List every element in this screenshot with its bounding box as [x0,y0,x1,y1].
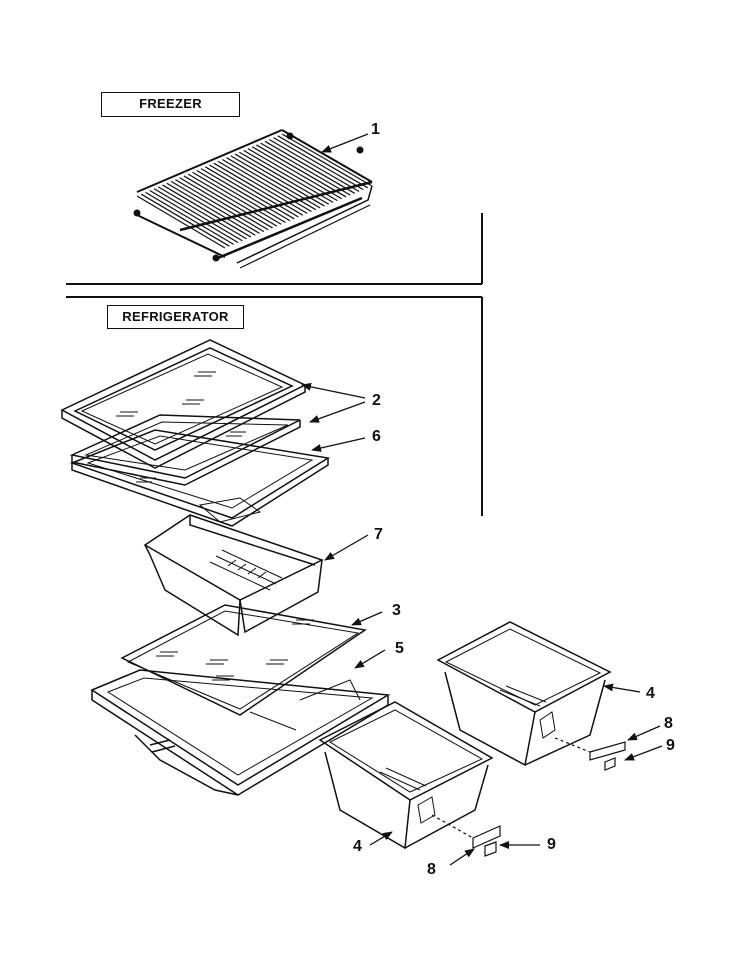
callout-8-left: 8 [427,861,436,878]
section-divider-lines [66,213,483,516]
wire-rod [149,190,239,244]
callout-7: 7 [374,526,383,543]
wire-rod [281,133,373,187]
wire-rod [158,186,247,240]
crisper-glass-cover [120,604,367,716]
freezer-wire-shelf [133,129,373,269]
callout-4-right: 4 [646,685,655,702]
wire-rod [204,166,295,220]
crisper-cover-frame [90,669,391,796]
callout-4-left: 4 [353,838,362,855]
wire-rod [175,179,265,233]
wire-rod [247,148,338,202]
freezer-section-label: FREEZER [101,92,240,117]
wire-rod [170,180,260,234]
divider-clips [431,737,626,857]
wire-rod [209,164,299,218]
callout-9-right: 9 [666,737,675,754]
wire-rod [256,144,347,198]
wire-rod [200,168,291,222]
callout-leaders [301,133,663,866]
wire-rod [136,195,226,249]
glass-shelf-middle [69,414,301,486]
bin-right [436,621,612,767]
wire-rod [145,191,234,245]
wire-rod [226,157,317,211]
wire-rod [264,140,356,194]
wire-rod [187,173,278,227]
wire-rod [196,169,286,223]
wire-rod [153,188,243,242]
wire-rod [221,159,312,213]
refrigerator-section-label: REFRIGERATOR [107,305,244,329]
wire-rod [277,135,368,189]
callout-3: 3 [392,602,401,619]
bin-left [318,701,494,850]
wire-rod [183,175,273,229]
wire-rod [273,137,364,191]
wire-rod [251,146,343,200]
wire-rod [243,149,334,203]
wire-rod [166,182,256,236]
wire-rod [192,171,282,225]
wire-rod [260,142,351,196]
wire-rod [268,138,360,192]
crisper-drawer-upper [143,514,324,637]
callout-1: 1 [371,121,380,138]
callout-5: 5 [395,640,404,657]
wire-rod [179,177,269,231]
wire-rod [213,162,304,216]
wire-rod [217,160,308,214]
shelf-frame [69,429,331,527]
wire-rod [140,193,230,247]
wire-rod [230,155,321,209]
wire-rod [162,184,252,238]
callout-2: 2 [372,392,381,409]
callout-8-right: 8 [664,715,673,732]
callout-6: 6 [372,428,381,445]
callout-9-left: 9 [547,836,556,853]
